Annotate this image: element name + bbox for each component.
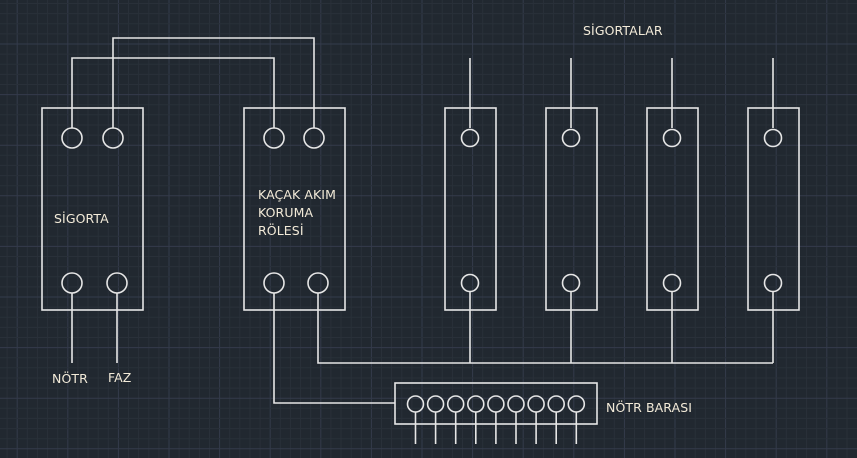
branch-fuse[interactable] [747, 58, 800, 363]
phase-input-label: FAZ [108, 370, 132, 385]
branch-fuse-4-top-terminal[interactable] [763, 128, 783, 148]
main-fuse-body[interactable] [41, 107, 144, 311]
rcd-top-left-terminal[interactable] [263, 127, 285, 149]
wire-rcd-to-neutral-bar[interactable] [273, 293, 395, 404]
phase-bus-wire[interactable] [317, 293, 773, 364]
neutral-bar-label: NÖTR BARASI [606, 400, 693, 415]
branch-fuse-3-top-terminal[interactable] [662, 128, 682, 148]
rcd-bottom-left-terminal[interactable] [263, 272, 285, 294]
branch-fuse[interactable] [646, 58, 699, 363]
main-fuse-label: SİGORTA [54, 211, 109, 226]
branch-fuse[interactable] [545, 58, 598, 363]
rcd-body[interactable] [243, 107, 346, 311]
fuses-title-label: SİGORTALAR [583, 23, 663, 38]
main-fuse-bottom-left-terminal[interactable] [61, 272, 83, 294]
main-fuse-bottom-right-terminal[interactable] [106, 272, 128, 294]
rcd-label-line-2: KORUMA [258, 205, 314, 220]
branch-fuse-1-top-terminal[interactable] [460, 128, 480, 148]
wire-fuse-to-rcd-left[interactable] [71, 57, 275, 128]
neutral-bar-terminals [406, 395, 586, 444]
branch-fuse-2-top-terminal[interactable] [561, 128, 581, 148]
rcd-label-line-3: RÖLESİ [258, 223, 304, 238]
wire-fuse-to-rcd-right[interactable] [112, 37, 315, 128]
neutral-input-label: NÖTR [52, 371, 88, 386]
branch-fuse[interactable] [444, 58, 497, 363]
rcd-top-right-terminal[interactable] [303, 127, 325, 149]
rcd-label-line-1: KAÇAK AKIM [258, 187, 336, 202]
